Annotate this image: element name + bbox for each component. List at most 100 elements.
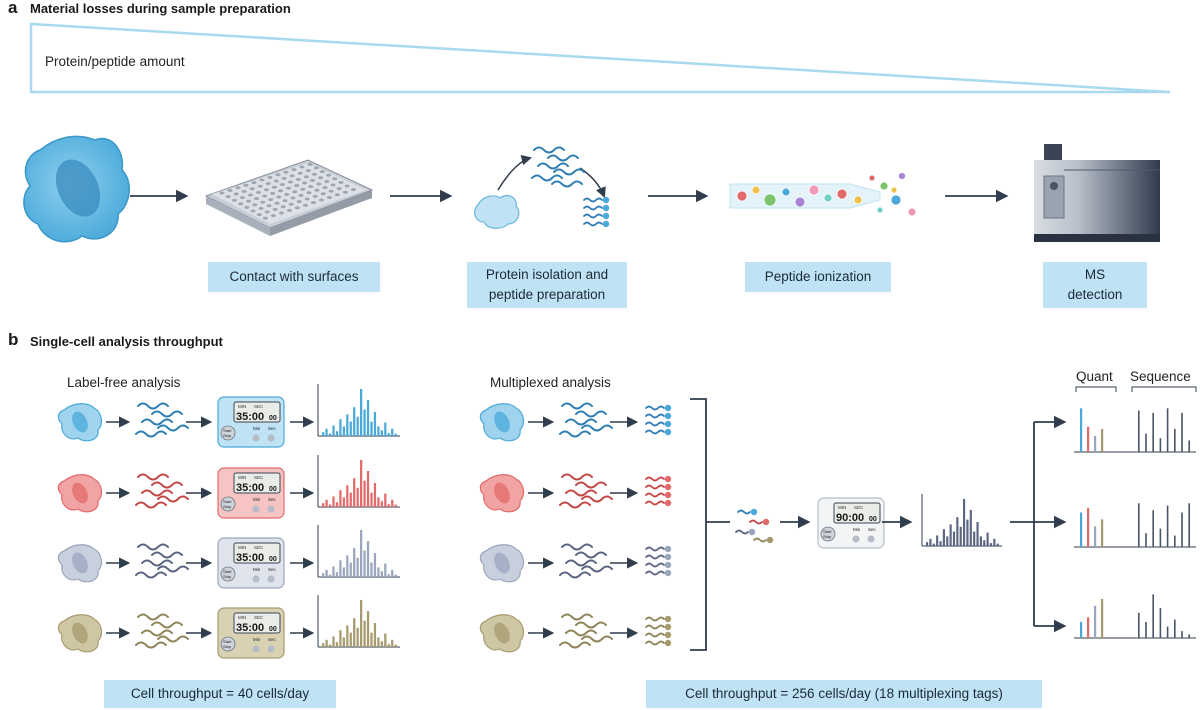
peptide-strand — [575, 410, 607, 418]
well — [275, 173, 281, 177]
timer-hundredths: 00 — [269, 415, 277, 422]
start-label: Start — [223, 569, 232, 574]
well — [289, 174, 295, 178]
spectrum-bar — [360, 388, 363, 436]
well — [296, 200, 302, 204]
tagged-peptides-icon — [583, 196, 610, 228]
spectrum-bar — [942, 529, 945, 546]
step-box-protein-isolation: Protein isolation and peptide preparatio… — [467, 262, 627, 308]
panel-a-letter: a — [8, 0, 18, 17]
tagged-peptide — [645, 492, 665, 498]
label-free-heading: Label-free analysis — [67, 375, 181, 390]
spectrum-bar — [926, 542, 929, 546]
ion — [907, 207, 917, 217]
spectrum-bar — [349, 421, 352, 436]
sequence-peak — [1181, 631, 1183, 638]
spectrum-bar — [325, 499, 328, 507]
spectrum-bar — [391, 428, 394, 436]
ion — [794, 196, 806, 208]
step-label: Peptide ionization — [764, 269, 872, 284]
tag-ball — [664, 631, 672, 639]
tag-ball — [750, 508, 758, 516]
spectrum-bar — [384, 422, 387, 436]
sec-button-label: Sec — [268, 637, 277, 642]
spectrum-bar — [377, 567, 380, 577]
sec-button — [267, 645, 275, 653]
pooled-peptides-icon — [735, 508, 774, 544]
nucleus — [72, 552, 88, 574]
min-button-label: Min — [253, 497, 261, 502]
tagged-peptide — [645, 421, 665, 427]
sequence-peak — [1188, 634, 1190, 638]
well — [255, 190, 261, 194]
quant-peak — [1094, 605, 1097, 638]
peptide-strand — [137, 402, 169, 410]
spectrum-bar — [356, 557, 359, 577]
ion — [836, 188, 848, 200]
peptide-strand — [581, 424, 613, 432]
spectrum-bar — [936, 535, 939, 546]
cell-icon — [57, 544, 103, 583]
start-label: Start — [823, 529, 832, 534]
tagged-peptide — [645, 413, 665, 419]
step-label-line: detection — [1067, 287, 1123, 302]
spectrum-bar — [370, 492, 373, 507]
spectrum-bar — [346, 555, 349, 577]
tagged-peptide — [645, 429, 665, 435]
tagged-peptide — [645, 476, 665, 482]
nucleus — [72, 482, 88, 504]
spectrum-bar — [384, 633, 387, 647]
well — [324, 179, 330, 183]
peptide-strand — [575, 481, 607, 489]
spectrum-bar — [325, 639, 328, 647]
sequence-peak — [1174, 619, 1176, 638]
arrow — [579, 167, 606, 198]
spectrum-bar — [370, 421, 373, 436]
peptide-strand — [559, 501, 591, 509]
step-label-line: MS — [1084, 267, 1106, 282]
tagged-peptide — [645, 640, 665, 646]
sequence-peak — [1145, 433, 1147, 452]
well — [310, 201, 316, 205]
well — [299, 165, 305, 169]
ion — [736, 190, 748, 202]
timer-display — [233, 401, 281, 423]
tagged-peptide — [645, 570, 665, 576]
label-free-throughput: Cell throughput = 40 cells/day — [104, 680, 336, 708]
sec-button-label: Sec — [268, 497, 277, 502]
well — [263, 188, 269, 192]
sec-button — [267, 575, 275, 583]
timer-min-label: MIN — [838, 505, 846, 510]
tag-ball — [664, 545, 672, 553]
tagged-peptide — [735, 529, 749, 535]
well — [286, 186, 292, 190]
spectrum-bar — [328, 574, 332, 577]
arrow — [497, 154, 533, 191]
ion — [890, 186, 898, 194]
multiplexed-throughput: Cell throughput = 256 cells/day (18 mult… — [646, 680, 1042, 708]
min-button — [252, 505, 260, 513]
min-button-label: Min — [853, 527, 861, 532]
spectrum-bar — [394, 644, 397, 647]
spectrum-bar — [339, 630, 342, 647]
ion — [876, 206, 884, 214]
protein-clump-icon — [474, 194, 520, 229]
quant-peak — [1080, 408, 1083, 452]
timer-time: 35:00 — [236, 552, 264, 564]
spectrum-bar — [979, 536, 982, 546]
well — [308, 185, 314, 189]
well — [295, 177, 301, 181]
spectrum-bar — [353, 407, 356, 436]
min-button-label: Min — [253, 637, 261, 642]
cell-icon — [479, 474, 525, 513]
cell-icon — [57, 474, 103, 513]
tagged-peptide — [645, 554, 665, 560]
peptide-strand — [151, 621, 183, 629]
well — [265, 182, 271, 186]
well — [338, 180, 344, 184]
sequence-peak — [1145, 533, 1147, 547]
well — [247, 193, 253, 197]
well — [336, 187, 342, 191]
spectrum-bar — [949, 524, 952, 546]
peptide-strand — [565, 559, 597, 567]
